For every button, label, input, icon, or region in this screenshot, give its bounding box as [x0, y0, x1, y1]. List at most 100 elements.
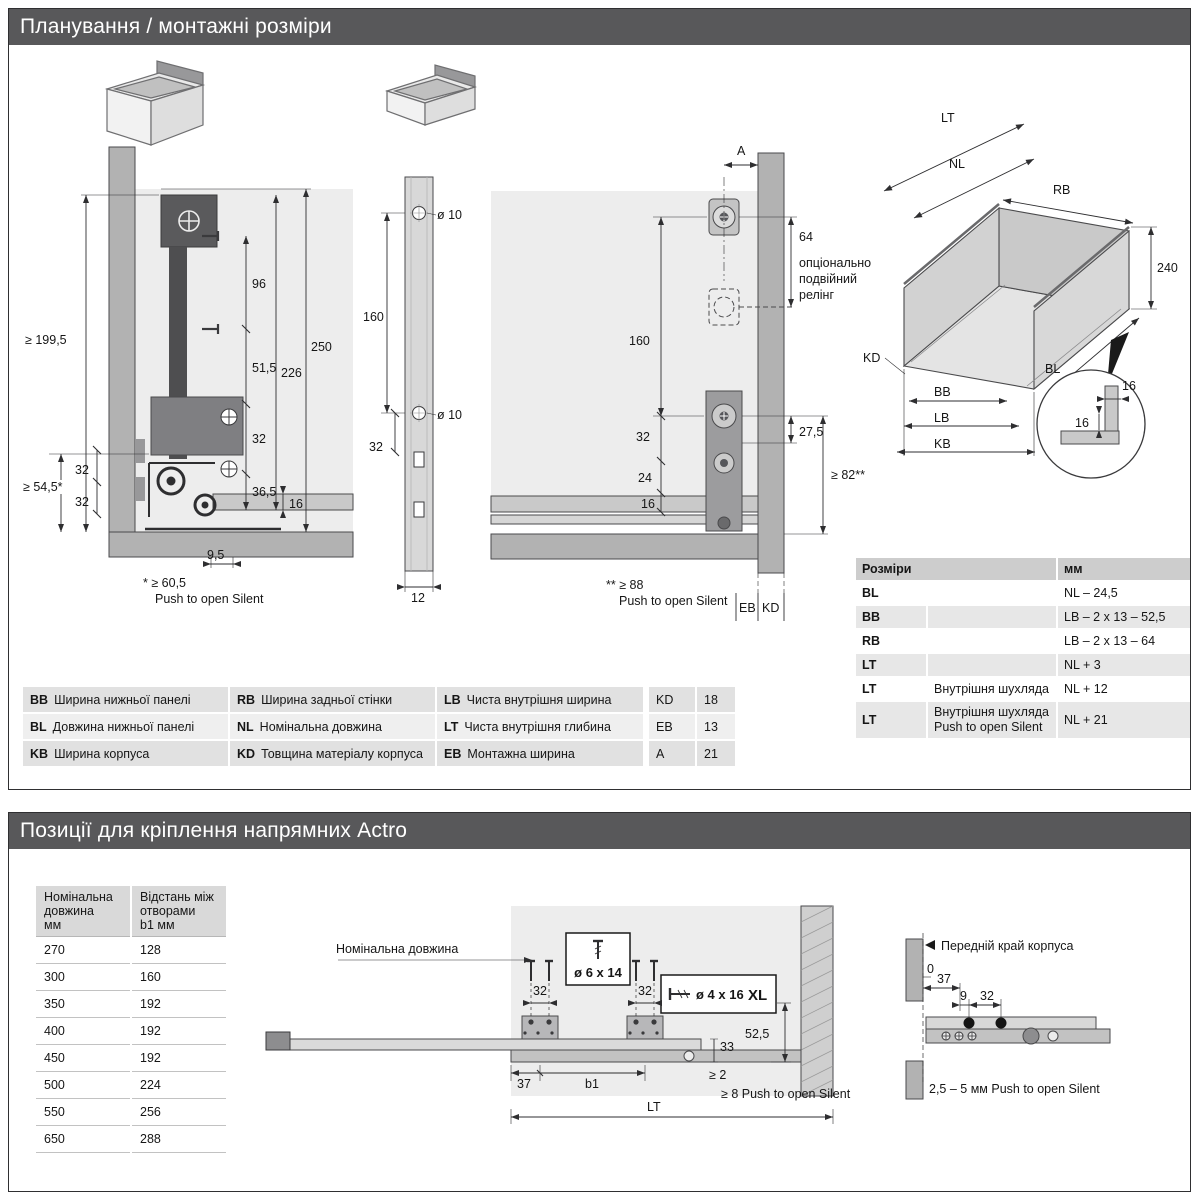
dim-label: 32	[980, 989, 994, 1003]
section-title: Позиції для кріплення напрямних Actro	[20, 819, 408, 842]
dim-label: 37	[937, 972, 951, 986]
legend-abbr: RB	[237, 692, 256, 707]
nominal-length-table: Номінальна довжина мм Відстань між отвор…	[36, 886, 226, 1153]
drawer-icon-standard	[104, 60, 206, 146]
table-cell: 300	[36, 964, 130, 991]
legend-text: Монтажна ширина	[467, 746, 575, 761]
cabinet-front-edge	[905, 933, 924, 1100]
dim-desc	[928, 582, 1056, 604]
legend-cell: NL Номінальна довжина	[230, 714, 435, 739]
hatch-pattern	[800, 905, 834, 1097]
front-edge-detail: Передній край корпуса 0 37 9 32 2,5 – 5 …	[905, 933, 1111, 1100]
dim-label: 160	[363, 310, 384, 324]
optional-railing-note: подвійний	[799, 272, 857, 286]
dim-label: LB	[934, 411, 949, 425]
legend-abbr: LB	[444, 692, 461, 707]
dim-label: RB	[1053, 183, 1070, 197]
dimension-lines	[49, 188, 311, 568]
dim-label: ≥ 2	[709, 1068, 726, 1082]
legend-abbr: BB	[30, 692, 49, 707]
table-cell: 224	[132, 1072, 226, 1099]
dim-label: ≥ 82**	[831, 468, 865, 482]
dim-value: LB – 2 x 13 – 52,5	[1058, 606, 1190, 628]
dim-value: NL + 3	[1058, 654, 1190, 676]
drawer-profile	[135, 194, 281, 531]
dim-desc: Внутрішня шухляда	[928, 678, 1056, 700]
fixing-hole-icon	[963, 1017, 975, 1029]
legend-text: Товщина матеріалу корпуса	[261, 746, 424, 761]
legend-text: Ширина корпуса	[54, 746, 150, 761]
footnote: ** ≥ 88	[606, 578, 643, 592]
table-cell: 288	[132, 1126, 226, 1153]
dim-label: 64	[799, 230, 813, 244]
dimension-lines	[653, 162, 828, 621]
hole-label: ø 10	[437, 408, 462, 422]
column-header: Відстань між отворами b1 мм	[132, 886, 226, 937]
header-line: Відстань між	[140, 890, 214, 904]
optional-railing-outline	[708, 288, 795, 326]
table-cell: EB	[649, 714, 695, 739]
isometric-diagram: LT NL RB 240 KD BB LB KB BL 16 16	[863, 111, 1178, 479]
rear-bracket	[705, 177, 795, 532]
legend-abbr: EB	[444, 746, 462, 761]
dim-desc	[928, 606, 1056, 628]
page-title: Планування / монтажні розміри	[20, 15, 332, 38]
dim-label: 52,5	[745, 1027, 769, 1041]
dim-abbr: LT	[856, 678, 926, 700]
dim-label: 16	[1122, 379, 1136, 393]
drawer-box	[902, 203, 1131, 391]
legend-text: Номінальна довжина	[259, 719, 382, 734]
table-cell: 550	[36, 1099, 130, 1126]
legend-text: Ширина задньої стінки	[261, 692, 393, 707]
legend-cell: EB Монтажна ширина	[437, 741, 643, 766]
dim-label: NL	[949, 157, 965, 171]
dim-label: 32	[369, 440, 383, 454]
dimension-lines	[882, 121, 1157, 456]
dim-label: 16	[1075, 416, 1089, 430]
table-cell: 192	[132, 1018, 226, 1045]
runner-coils	[145, 462, 281, 531]
header-line: отворами	[140, 904, 196, 918]
dim-label: ≥ 199,5	[25, 333, 67, 347]
table-cell: 192	[132, 991, 226, 1018]
runner-assembly	[265, 1015, 802, 1063]
side-view-diagram: ≥ 199,5 96 51,5 32 36,5 226 250 16 ≥ 54,…	[21, 146, 354, 606]
nominal-length-label: Номінальна довжина	[336, 942, 458, 956]
back-panel-diagram: ø 10 ø 10 160 32 12	[363, 176, 462, 605]
dim-label: 32	[636, 430, 650, 444]
dim-desc	[928, 654, 1056, 676]
table-cell: 21	[697, 741, 735, 766]
dim-value: NL + 12	[1058, 678, 1190, 700]
screw-icons	[527, 959, 658, 1016]
screw-spec-boxes: ø 6 x 14 ø 4 x 16 XL	[565, 932, 777, 1014]
dim-abbr: BB	[856, 606, 926, 628]
dim-label: BB	[934, 385, 951, 399]
legend-text: Чиста внутрішня глибина	[464, 719, 611, 734]
back-panel-bar	[404, 176, 434, 572]
dim-label: 240	[1157, 261, 1178, 275]
dim-abbr: LT	[856, 654, 926, 676]
dimension-lines	[381, 212, 441, 592]
table-cell: 160	[132, 964, 226, 991]
table-cell: 400	[36, 1018, 130, 1045]
front-edge-pointer-icon	[925, 940, 935, 950]
table-cell: 128	[132, 937, 226, 964]
dim-label: 16	[289, 497, 303, 511]
corner-detail	[1036, 332, 1146, 479]
dim-label: KD	[863, 351, 880, 365]
screw-icon	[202, 231, 220, 334]
cross-screw-icon	[941, 1031, 977, 1041]
dim-label: 24	[638, 471, 652, 485]
dim-label: 32	[75, 463, 89, 477]
dim-label: KB	[934, 437, 951, 451]
table-cell: 256	[132, 1099, 226, 1126]
column-header: Номінальна довжина мм	[36, 886, 130, 937]
runner-positions-section: Позиції для кріплення напрямних Actro Но…	[8, 812, 1191, 1192]
dimension-lines	[923, 976, 1002, 1019]
dim-desc: Внутрішня шухляда Push to open Silent	[928, 702, 1056, 738]
header-line: Номінальна	[44, 890, 113, 904]
legend-abbr: NL	[237, 719, 254, 734]
